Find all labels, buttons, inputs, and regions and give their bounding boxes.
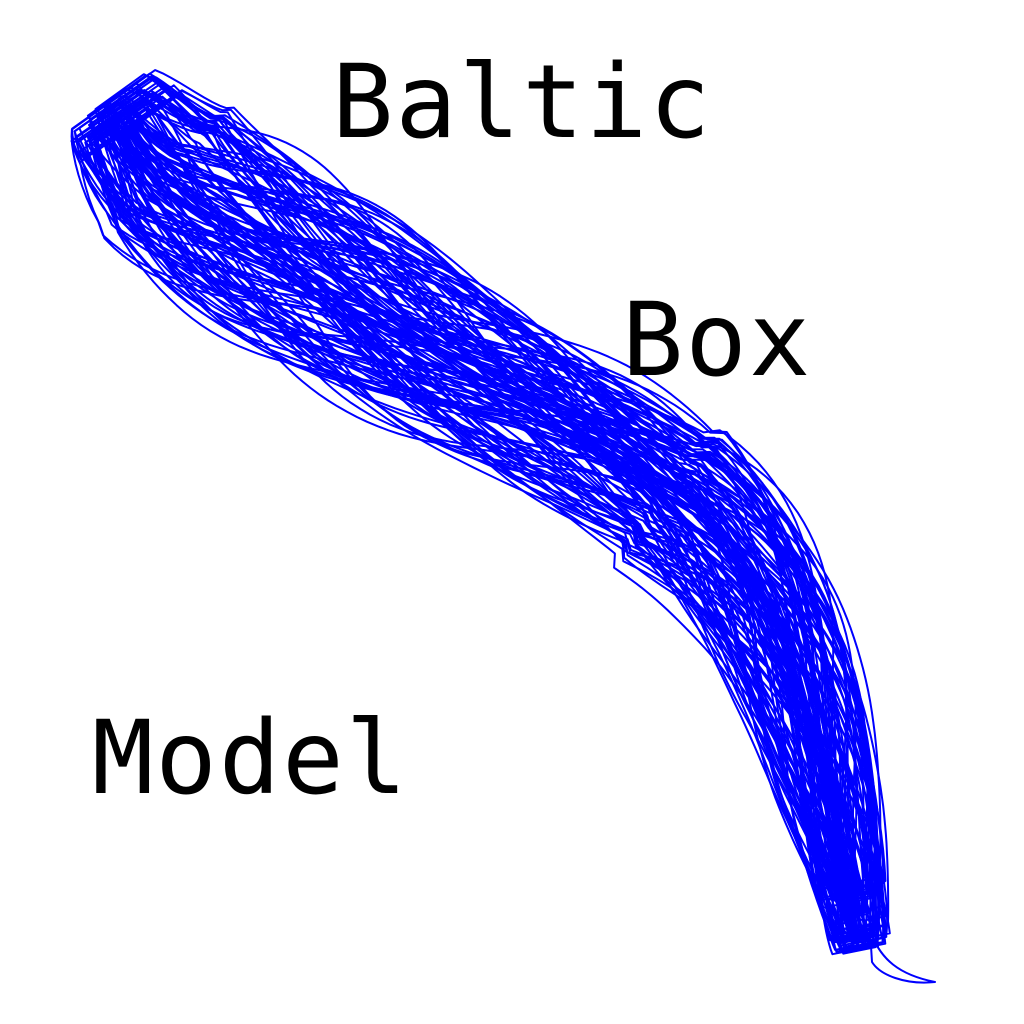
curve-loop <box>100 113 874 942</box>
curve-loop <box>86 96 865 896</box>
curve-loop <box>134 104 887 950</box>
curve-loop <box>71 90 875 953</box>
curve-loop <box>130 123 856 940</box>
title-word-box: Box <box>622 281 813 400</box>
curve-loop <box>117 98 880 934</box>
curve-loop <box>105 94 887 892</box>
curve-tail <box>869 929 936 984</box>
curve-loops <box>70 69 936 984</box>
curve-loop <box>104 86 857 912</box>
curve-loop <box>111 91 883 945</box>
curve-loop <box>101 127 858 936</box>
title-word-model: Model <box>92 699 410 818</box>
title-word-baltic: Baltic <box>332 43 713 162</box>
